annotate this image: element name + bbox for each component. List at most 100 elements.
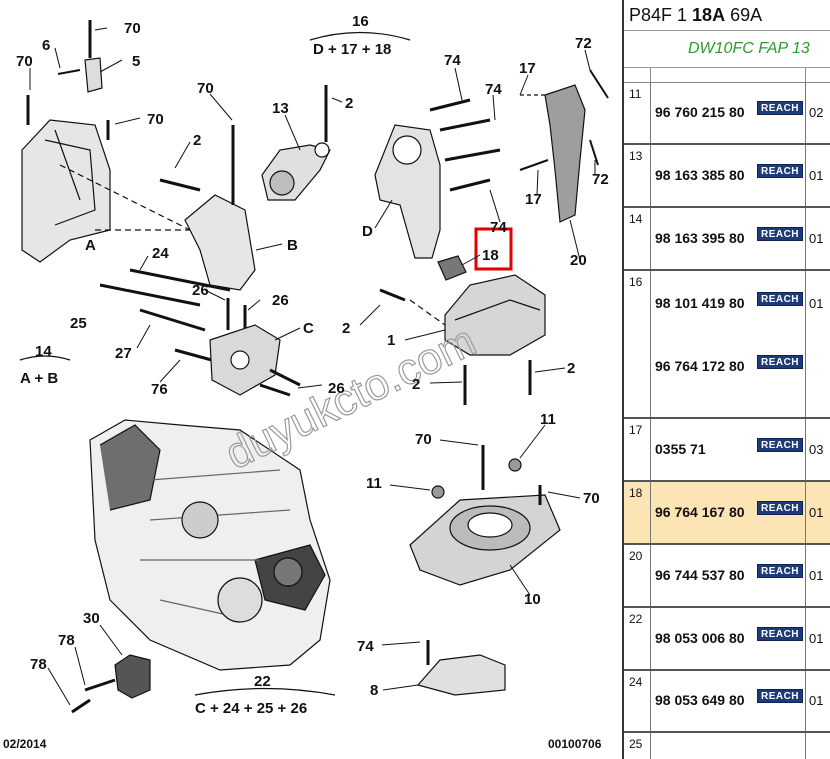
- item-number: 24: [629, 675, 643, 689]
- table-row[interactable]: 25: [624, 733, 830, 759]
- callout-26: 26: [328, 380, 345, 397]
- callout-1: 1: [387, 332, 395, 349]
- callout-72: 72: [575, 35, 592, 52]
- callout-11: 11: [540, 411, 556, 428]
- callout-70: 70: [124, 20, 141, 37]
- callout-30: 30: [83, 610, 100, 627]
- item-number: 25: [629, 737, 643, 751]
- callout-25: 25: [70, 315, 87, 332]
- part-number[interactable]: 98 163 395 80: [655, 229, 745, 246]
- reach-badge: REACH: [757, 626, 803, 641]
- stud-5: [84, 57, 103, 93]
- quantity: 01: [809, 567, 824, 583]
- quantity: 02: [809, 105, 824, 120]
- callout-26: 26: [192, 282, 209, 299]
- part-number[interactable]: 96 744 537 80: [655, 566, 745, 583]
- part-number[interactable]: 98 053 006 80: [655, 629, 745, 646]
- part-number[interactable]: 96 764 172 80: [655, 358, 745, 374]
- callout-2: 2: [567, 360, 575, 377]
- quantity: 01: [809, 296, 824, 311]
- callout-2: 2: [342, 320, 350, 337]
- quantity: 01: [809, 630, 824, 646]
- reach-badge: REACH: [757, 226, 803, 241]
- callout-18[interactable]: 18: [482, 247, 499, 264]
- table-row[interactable]: 24 98 053 649 80 REACH 01: [624, 671, 830, 733]
- item-number: 16: [629, 275, 643, 289]
- callout-20: 20: [570, 252, 587, 269]
- item-number: 11: [629, 87, 642, 101]
- callout-11: 11: [366, 475, 382, 492]
- quantity: 01: [809, 693, 824, 708]
- callout-b: B: [287, 237, 298, 254]
- table-row[interactable]: 20 96 744 537 80 REACH 01: [624, 545, 830, 608]
- diagram-reference: P84F 1 18A 69A: [624, 0, 830, 31]
- callout-70: 70: [197, 80, 214, 97]
- reach-badge: REACH: [757, 563, 803, 578]
- quantity: 01: [809, 230, 824, 246]
- part-number[interactable]: 98 053 649 80: [655, 692, 745, 708]
- heat-shield-20: [544, 84, 586, 223]
- item-number: 22: [629, 612, 643, 626]
- bush-18: [437, 255, 467, 281]
- reach-badge: REACH: [757, 163, 803, 178]
- callout-d: D: [362, 223, 373, 240]
- sensor-30: [114, 654, 151, 699]
- callout-5: 5: [132, 53, 140, 70]
- selected-part-highlight: [474, 227, 513, 271]
- callout-27: 27: [115, 345, 132, 362]
- reach-badge: REACH: [757, 292, 803, 306]
- callout-13: 13: [272, 100, 289, 117]
- callout-76: 76: [151, 381, 168, 398]
- group-16-number: 16: [352, 13, 369, 30]
- footer-date: 02/2014: [3, 737, 47, 751]
- table-row[interactable]: 11 96 760 215 80 REACH 02: [624, 83, 830, 145]
- callout-26: 26: [272, 292, 289, 309]
- item-number: 13: [629, 149, 643, 163]
- callout-70: 70: [583, 490, 600, 507]
- engine-mount-1: [444, 274, 546, 356]
- table-row[interactable]: 22 98 053 006 80 REACH 01: [624, 608, 830, 671]
- table-row[interactable]: 13 98 163 385 80 REACH 01: [624, 145, 830, 208]
- callout-72: 72: [592, 171, 609, 188]
- group-22-number: 22: [254, 673, 271, 690]
- quantity: 01: [809, 167, 824, 183]
- group-16-formula: D + 17 + 18: [313, 41, 391, 58]
- item-number: 14: [629, 212, 643, 226]
- reach-badge: REACH: [757, 355, 803, 369]
- mount-b-bracket: [184, 194, 256, 291]
- part-number[interactable]: 98 163 385 80: [655, 166, 745, 183]
- table-row[interactable]: 14 98 163 395 80 REACH 01: [624, 208, 830, 271]
- part-number[interactable]: 96 764 167 80: [655, 503, 745, 520]
- part-number[interactable]: 0355 71: [655, 440, 706, 457]
- callout-2: 2: [193, 132, 201, 149]
- reach-badge: REACH: [757, 500, 803, 515]
- mount-a-bracket: [21, 119, 111, 263]
- callout-74: 74: [357, 638, 374, 655]
- callout-10: 10: [524, 591, 541, 608]
- group-22-formula: C + 24 + 25 + 26: [195, 700, 307, 717]
- part-number[interactable]: 96 760 215 80: [655, 104, 745, 120]
- reach-badge: REACH: [757, 689, 803, 703]
- callout-78: 78: [30, 656, 47, 673]
- group-14-number: 14: [35, 343, 52, 360]
- part-number[interactable]: 98 101 419 80: [655, 295, 745, 311]
- callout-2: 2: [412, 376, 420, 393]
- callout-78: 78: [58, 632, 75, 649]
- callout-6: 6: [42, 37, 50, 54]
- item-number: 20: [629, 549, 643, 563]
- table-row[interactable]: 16 98 101 419 80 REACH 01 96 764 172 80 REACH: [624, 271, 830, 419]
- quantity: 03: [809, 441, 824, 457]
- item-number: 18: [629, 486, 643, 500]
- parts-diagram: duyukcto.com 16 D + 17 + 18 14 A + B 22 …: [3, 13, 609, 751]
- callout-70: 70: [16, 53, 33, 70]
- callout-17: 17: [519, 60, 536, 77]
- parts-table: 11 96 760 215 80 REACH 02 13 98 163 385 80 REA…: [624, 83, 830, 759]
- callout-2: 2: [345, 95, 353, 112]
- reach-badge: REACH: [757, 101, 803, 115]
- callout-70: 70: [415, 431, 432, 448]
- callout-74: 74: [485, 81, 502, 98]
- callout-17: 17: [525, 191, 542, 208]
